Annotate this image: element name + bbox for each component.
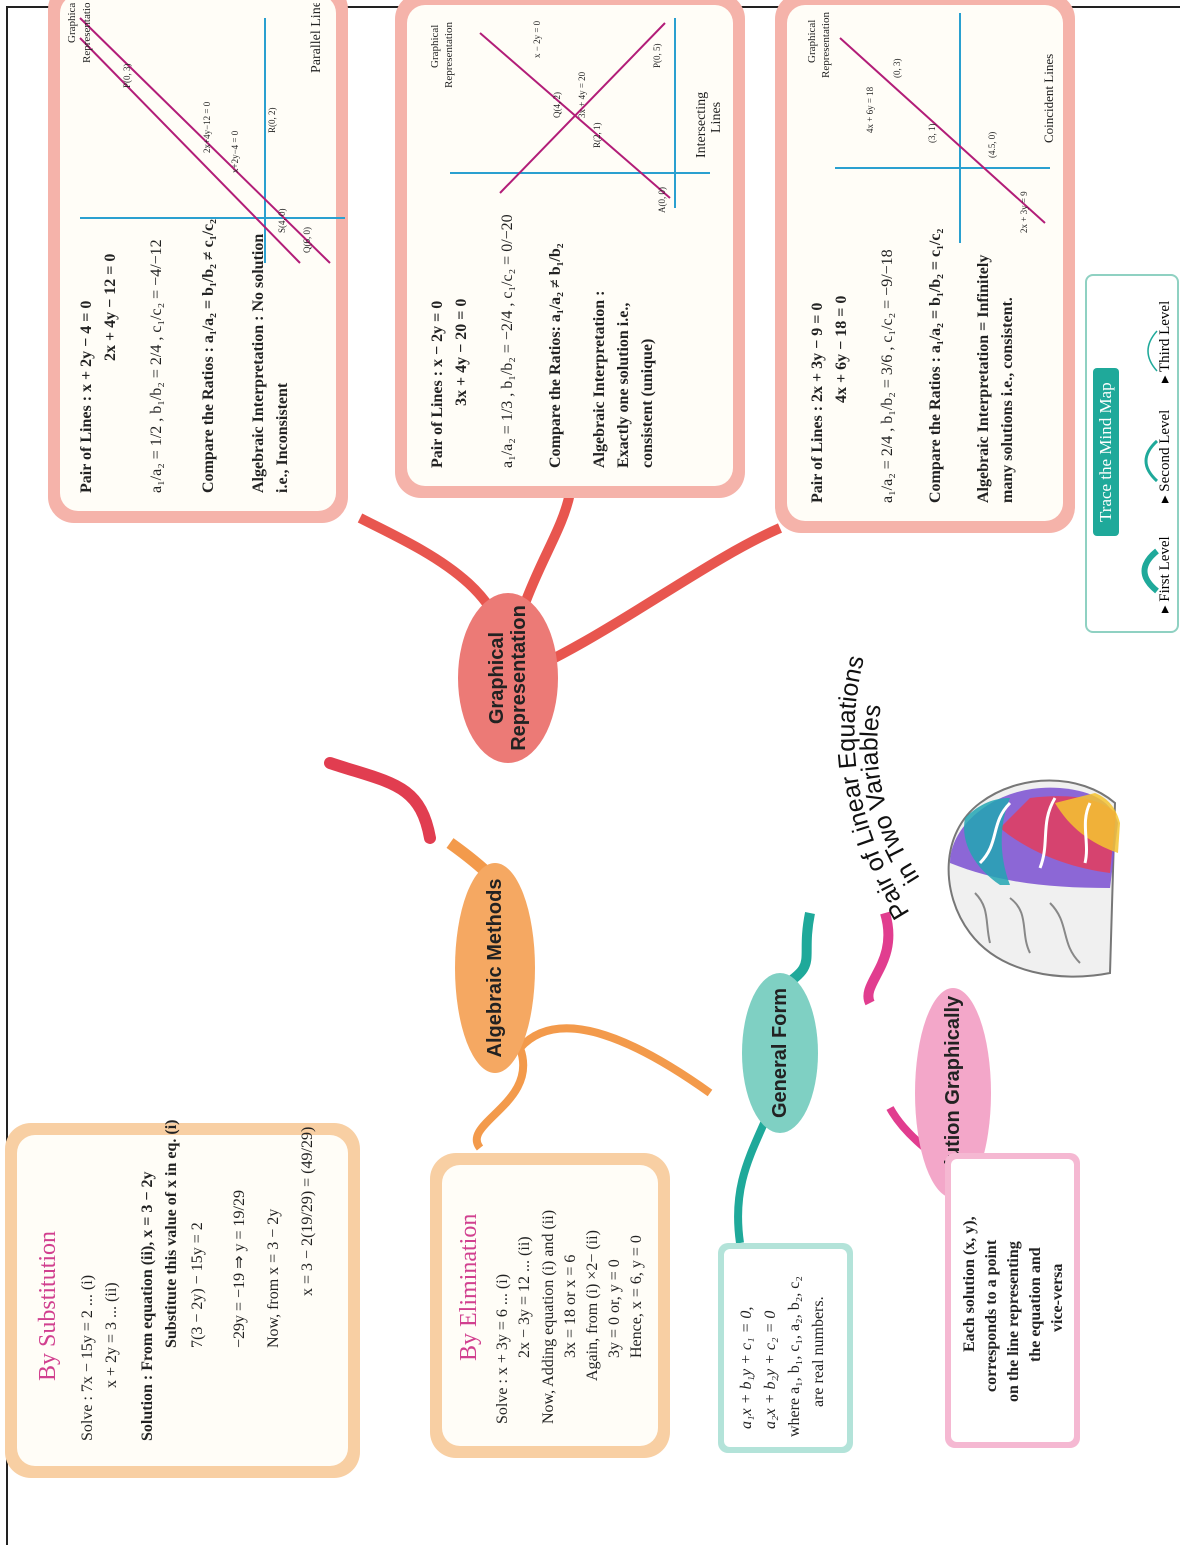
elimination-line2: 2x − 3y = 12 ... (ii) xyxy=(516,1236,533,1358)
intersecting-line2: 3x + 4y − 20 = 0 xyxy=(453,298,470,406)
coincident-line2: 4x + 6y − 18 = 0 xyxy=(833,295,850,403)
substitution-line3: Solution : From equation (ii), x = 3 − 2… xyxy=(139,1171,156,1441)
node-general-form[interactable]: General Form xyxy=(742,973,818,1133)
intersecting-graph-caption2: Lines xyxy=(709,102,720,133)
parallel-interp2: i.e., Inconsistent xyxy=(274,382,291,493)
graph-coincident-lines: Graphical Representation Coincident Line… xyxy=(795,3,1060,253)
intersecting-point-p: P(0, 5) xyxy=(652,43,662,68)
brain-illustration xyxy=(880,763,1140,1003)
parallel-ratio1: a₁/a₂ = 1/2 , b₁/b₂ = 2/4 , c₁/c₂ = −4/−… xyxy=(148,239,165,493)
intersecting-point-a: A(0, 0) xyxy=(657,187,667,213)
substitution-line2: x + 2y = 3 ... (ii) xyxy=(103,1282,120,1388)
legend-second-level: ▸ Second Level xyxy=(1157,409,1173,503)
substitution-title: By Substitution xyxy=(35,1230,61,1381)
elimination-title: By Elimination xyxy=(456,1213,482,1361)
coincident-graph-title2: Representation xyxy=(820,12,832,78)
solution-line4: the equation and xyxy=(1027,1247,1044,1362)
parallel-graph-title2: Representation xyxy=(81,3,93,63)
coincident-graph-caption: Coincident Lines xyxy=(1041,54,1056,143)
coincident-graph-title1: Graphical xyxy=(806,20,818,63)
solution-line2: corresponds to a point xyxy=(983,1239,1000,1392)
coincident-interp2: many solutions i.e., consistent. xyxy=(999,297,1016,503)
legend-first-level: ▸ First Level xyxy=(1157,536,1173,613)
coincident-point-3: (4.5, 0) xyxy=(987,132,997,158)
solution-line3: on the line representing xyxy=(1005,1241,1022,1402)
intersecting-line1: Pair of Lines : x − 2y = 0 xyxy=(429,300,446,468)
intersecting-graph-title1: Graphical xyxy=(429,25,441,68)
substitution-line5: 7(3 − 2y) − 15y = 2 xyxy=(189,1222,206,1348)
central-title: Pair of Linear Equations in Two Variable… xyxy=(820,573,930,933)
elimination-line7: Hence, x = 6, y = 0 xyxy=(628,1235,645,1358)
legend-title: Trace the Mind Map xyxy=(1093,368,1119,536)
substitution-line8: x = 3 − 2(19/29) = (49/29) xyxy=(299,1126,316,1296)
node-algebraic-methods[interactable]: Algebraic Methods xyxy=(455,863,535,1073)
elimination-line6: 3y = 0 or, y = 0 xyxy=(606,1259,623,1358)
solution-line1: Each solution (x, y), xyxy=(961,1216,978,1352)
node-graphical-line1: Graphical xyxy=(486,631,508,725)
substitution-line1: Solve : 7x − 15y = 2 ... (i) xyxy=(79,1274,96,1441)
intersecting-interp1: Algebraic Interpretation : xyxy=(591,290,608,468)
intersecting-interp2: Exactly one solution i.e., xyxy=(615,302,632,468)
substitution-line6: −29y = −19 ⇒ y = 19/29 xyxy=(231,1190,248,1348)
coincident-eq2-label: 4x + 6y = 18 xyxy=(865,86,875,133)
parallel-line1: Pair of Lines : x + 2y − 4 = 0 xyxy=(78,300,95,493)
general-form-line4: are real numbers. xyxy=(810,1296,827,1407)
parallel-graph-title1: Graphical xyxy=(66,3,78,43)
node-general-label: General Form xyxy=(769,987,791,1119)
coincident-point-2: (3, 1) xyxy=(927,124,937,144)
card-elimination: By Elimination Solve : x + 3y = 6 ... (i… xyxy=(430,1153,670,1458)
coincident-eq1-label: 2x + 3y = 9 xyxy=(1019,191,1029,233)
card-solution-graphically: Each solution (x, y), corresponds to a p… xyxy=(945,1153,1080,1448)
intersecting-ratio2: Compare the Ratios: a₁/a₂ ≠ b₁/b₂ xyxy=(547,243,564,468)
intersecting-graph-title2: Representation xyxy=(443,22,455,88)
parallel-graph-caption: Parallel Lines xyxy=(309,3,324,73)
intersecting-graph-caption1: Intersecting xyxy=(694,92,709,158)
parallel-point-s: S(4, 0) xyxy=(277,208,287,233)
general-form-line2: a₂x + b₂y + c₂ = 0 xyxy=(762,1310,779,1429)
elimination-line3: Now, Adding equation (i) and (ii) xyxy=(540,1209,557,1424)
general-form-line3: where a₁, b₁, c₁, a₂, b₂, c₂ xyxy=(786,1276,803,1437)
legend-level-arcs xyxy=(1141,330,1159,594)
intersecting-point-q: Q(4, 2) xyxy=(552,92,562,118)
node-algebraic-label: Algebraic Methods xyxy=(484,878,506,1058)
card-substitution: By Substitution Solve : 7x − 15y = 2 ...… xyxy=(5,1119,360,1478)
substitution-line4: Substitute this value of x in eq. (i) xyxy=(163,1119,180,1348)
parallel-eq1-label: 2x+4y−12 = 0 xyxy=(202,101,212,153)
intersecting-point-r: R(2, 1) xyxy=(592,123,602,149)
legend-trace-mind-map: Trace the Mind Map ▸ First Level ▸ Secon… xyxy=(1085,274,1179,633)
coincident-point-1: (0, 3) xyxy=(892,59,902,79)
coincident-ratio1: a₁/a₂ = 2/4 , b₁/b₂ = 3/6 , c₁/c₂ = −9/−… xyxy=(879,249,896,503)
elimination-line5: Again, from (i) ×2− (ii) xyxy=(584,1230,601,1381)
node-graphical-line2: Representation xyxy=(508,605,530,751)
coincident-interp1: Algebraic Interpretation = Infinitely xyxy=(975,254,992,503)
substitution-line7: Now, from x = 3 − 2y xyxy=(265,1208,282,1348)
graph-intersecting-lines: Graphical Representation Intersecting Li… xyxy=(420,8,724,218)
coincident-ratio2: Compare the Ratios : a₁/a₂ = b₁/b₂ = c₁/… xyxy=(927,228,944,503)
parallel-point-p: P(0, 3) xyxy=(122,63,132,88)
elimination-line1: Solve : x + 3y = 6 ... (i) xyxy=(494,1273,511,1424)
intersecting-interp3: consistent (unique) xyxy=(639,338,656,468)
parallel-eq2-label: x+2y−4 = 0 xyxy=(230,130,240,173)
legend-third-level: ▸ Third Level xyxy=(1157,300,1173,383)
solution-line5: vice-versa xyxy=(1049,1263,1066,1332)
intersecting-eq2-label: x − 2y = 0 xyxy=(532,20,542,58)
card-general-form: a₁x + b₁y + c₁ = 0, a₂x + b₂y + c₂ = 0 w… xyxy=(718,1243,853,1453)
intersecting-ratio1: a₁/a₂ = 1/3 , b₁/b₂ = −2/4 , c₁/c₂ = 0/−… xyxy=(499,214,516,468)
elimination-line4: 3x = 18 or x = 6 xyxy=(562,1254,579,1358)
parallel-point-q: Q(6, 0) xyxy=(302,227,312,253)
coincident-line1: Pair of Lines : 2x + 3y − 9 = 0 xyxy=(809,302,826,503)
graph-parallel-lines: Graphical Representation Parallel Lines … xyxy=(60,0,350,273)
general-form-line1: a₁x + b₁y + c₁ = 0, xyxy=(738,1306,755,1429)
parallel-point-r: R(0, 2) xyxy=(267,108,277,134)
intersecting-eq1-label: 3x + 4y = 20 xyxy=(577,71,587,118)
